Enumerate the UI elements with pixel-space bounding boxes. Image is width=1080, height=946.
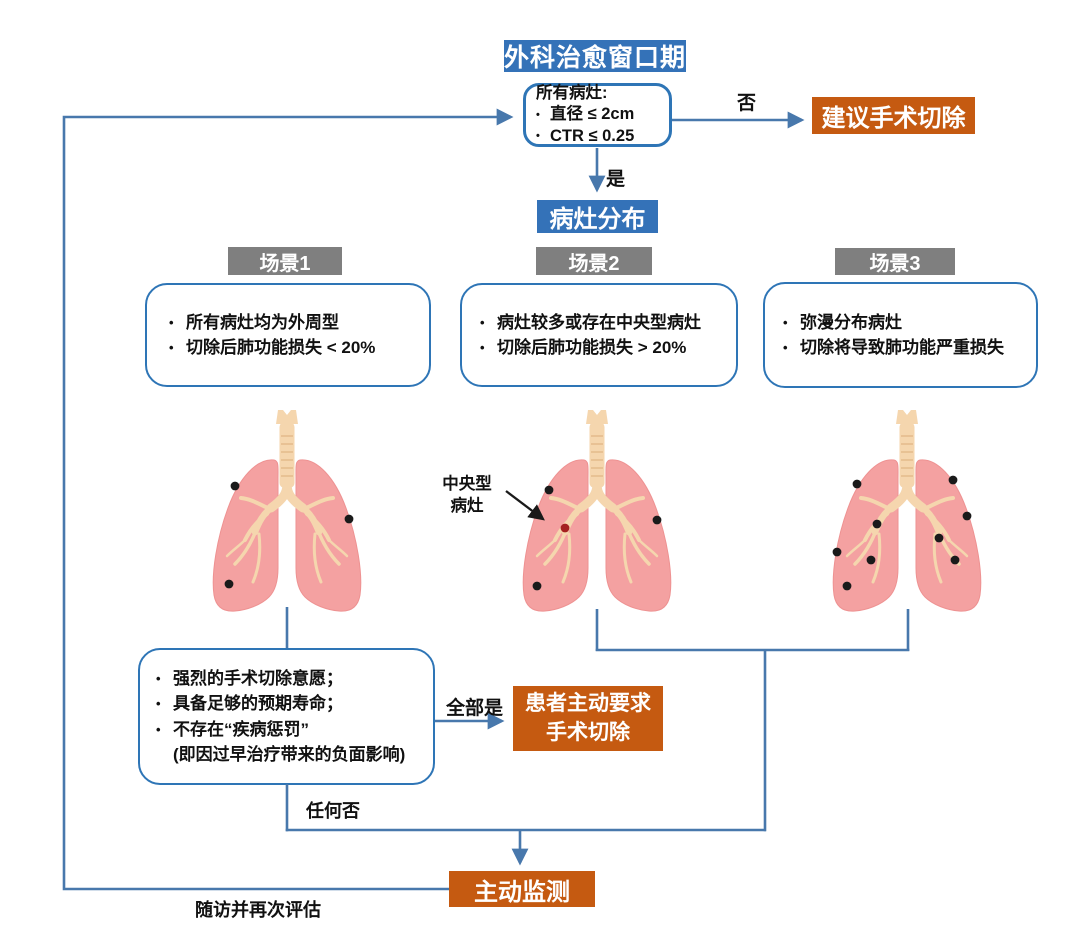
peripheral-lesion-dot bbox=[842, 581, 852, 591]
scene2-bullets: •病灶较多或存在中央型病灶 •切除后肺功能损失 > 20% bbox=[480, 310, 724, 361]
bullet-line: •切除将导致肺功能严重损失 bbox=[783, 338, 1004, 357]
peripheral-lesion-dot bbox=[544, 485, 554, 495]
patient-request-box: 患者主动要求 手术切除 bbox=[513, 686, 663, 751]
central-lesion-annotation-line2: 病灶 bbox=[450, 497, 484, 516]
scene3-bullets: •弥漫分布病灶 •切除将导致肺功能严重损失 bbox=[783, 310, 1024, 361]
bullet-line: •切除后肺功能损失 < 20% bbox=[169, 338, 376, 357]
followup-label: 随访并再次评估 bbox=[195, 900, 321, 920]
bullet-line: •切除后肺功能损失 > 20% bbox=[480, 338, 687, 357]
central-lesion-annotation: 中央型 病灶 bbox=[428, 473, 506, 518]
criteria-title: 所有病灶: bbox=[536, 84, 608, 103]
active-monitoring-box: 主动监测 bbox=[449, 871, 595, 907]
criteria-list: •直径 ≤ 2cm •CTR ≤ 0.25 bbox=[536, 104, 659, 146]
scene3-box: •弥漫分布病灶 •切除将导致肺功能严重损失 bbox=[763, 282, 1038, 388]
bullet-line: •强烈的手术切除意愿； bbox=[156, 668, 343, 688]
peripheral-lesion-dot bbox=[230, 481, 240, 491]
distribution-box: 病灶分布 bbox=[537, 200, 658, 233]
scene2-header: 场景2 bbox=[536, 247, 652, 275]
scene1-header: 场景1 bbox=[228, 247, 342, 275]
lung-illustration-scene3 bbox=[807, 404, 1007, 614]
bullet-line: •病灶较多或存在中央型病灶 bbox=[480, 312, 701, 332]
patient-request-line1: 患者主动要求 bbox=[525, 691, 651, 715]
scene3-header: 场景3 bbox=[835, 248, 955, 275]
peripheral-lesion-dot bbox=[224, 579, 234, 589]
scene1-bullets: •所有病灶均为外周型 •切除后肺功能损失 < 20% bbox=[169, 310, 415, 361]
bullet-line: (即因过早治疗带来的负面影响) bbox=[173, 745, 406, 764]
central-lesion-annotation-line1: 中央型 bbox=[442, 475, 492, 493]
peripheral-lesion-dot bbox=[950, 555, 960, 565]
peripheral-lesion-dot bbox=[948, 475, 958, 485]
yes-label: 是 bbox=[606, 169, 626, 190]
surgical-window-header: 外科治愈窗口期 bbox=[504, 40, 686, 72]
bullet-line: •弥漫分布病灶 bbox=[783, 312, 902, 332]
criteria-box: 所有病灶: •直径 ≤ 2cm •CTR ≤ 0.25 bbox=[523, 83, 672, 147]
resect-recommend-box: 建议手术切除 bbox=[812, 97, 975, 134]
patient-criteria-list: •强烈的手术切除意愿； •具备足够的预期寿命； •不存在“疾病惩罚” (即因过早治疗带… bbox=[156, 666, 421, 768]
all-yes-label: 全部是 bbox=[446, 698, 504, 719]
bullet-line: •直径 ≤ 2cm bbox=[536, 105, 635, 124]
peripheral-lesion-dot bbox=[832, 547, 842, 557]
peripheral-lesion-dot bbox=[866, 555, 876, 565]
patient-request-line2: 手术切除 bbox=[546, 720, 630, 744]
patient-criteria-box: •强烈的手术切除意愿； •具备足够的预期寿命； •不存在“疾病惩罚” (即因过早治疗带… bbox=[138, 648, 435, 785]
bullet-line: •具备足够的预期寿命； bbox=[156, 694, 343, 713]
peripheral-lesion-dot bbox=[872, 519, 882, 529]
lung-illustration-scene1 bbox=[187, 404, 387, 614]
bullet-line: •所有病灶均为外周型 bbox=[169, 312, 339, 332]
peripheral-lesion-dot bbox=[962, 511, 972, 521]
peripheral-lesion-dot bbox=[344, 514, 354, 524]
peripheral-lesion-dot bbox=[652, 515, 662, 525]
scene2-box: •病灶较多或存在中央型病灶 •切除后肺功能损失 > 20% bbox=[460, 283, 738, 387]
scene1-box: •所有病灶均为外周型 •切除后肺功能损失 < 20% bbox=[145, 283, 431, 387]
peripheral-lesion-dot bbox=[532, 581, 542, 591]
bullet-line: •不存在“疾病惩罚” bbox=[156, 719, 309, 739]
any-no-label: 任何否 bbox=[306, 801, 360, 821]
central-lesion-dot bbox=[560, 523, 570, 533]
peripheral-lesion-dot bbox=[852, 479, 862, 489]
no-label: 否 bbox=[737, 93, 757, 114]
peripheral-lesion-dot bbox=[934, 533, 944, 543]
lung-illustration-scene2 bbox=[497, 404, 697, 614]
bullet-line: •CTR ≤ 0.25 bbox=[536, 126, 635, 145]
